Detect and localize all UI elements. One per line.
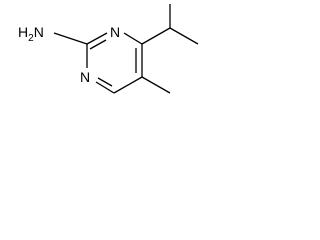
bond-c4-ch bbox=[141, 27, 171, 45]
bond-c5-c6 bbox=[113, 76, 143, 94]
bond-ch-ch3-right bbox=[169, 27, 199, 45]
bond-c2-n3-inner bbox=[89, 39, 107, 50]
ring-n-bottom-label: N bbox=[80, 69, 90, 85]
ring-n-top-label: N bbox=[110, 24, 120, 40]
bond-c6-n1 bbox=[95, 81, 115, 94]
bond-c6-n1-inner bbox=[97, 77, 113, 87]
structure-diagram: H2N N N bbox=[18, 4, 199, 94]
amine-label: H2N bbox=[18, 24, 44, 44]
bond-n3-c4 bbox=[123, 32, 143, 45]
bond-c2-nh2 bbox=[53, 32, 88, 45]
bond-c2-n3 bbox=[86, 32, 108, 45]
bond-c5-ch3 bbox=[141, 76, 171, 94]
